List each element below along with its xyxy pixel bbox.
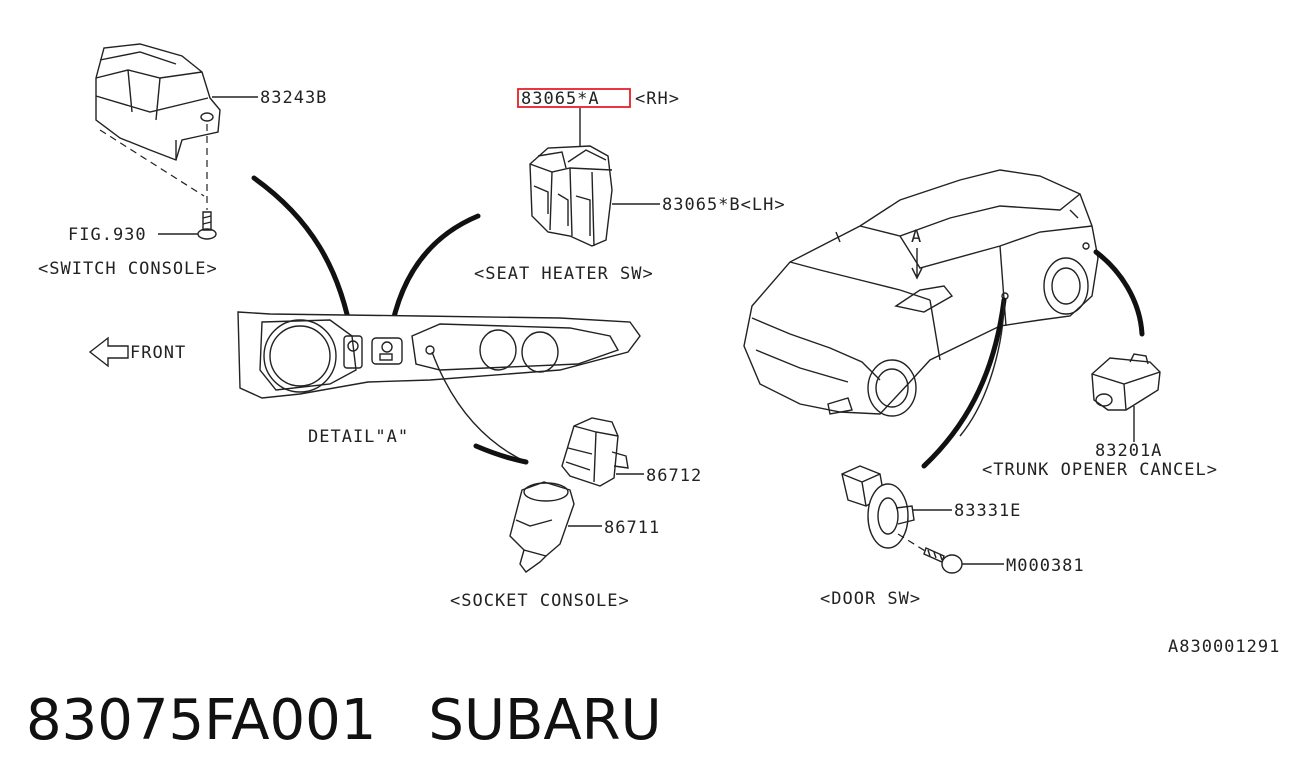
callout-curve-door bbox=[921, 297, 1007, 469]
label-83201a: 83201A bbox=[1095, 441, 1162, 461]
bolt-dash-line bbox=[897, 533, 931, 555]
front-arrow-icon bbox=[88, 336, 129, 368]
brand-name: SUBARU bbox=[428, 687, 662, 753]
label-detail-a: DETAIL"A" bbox=[308, 427, 409, 447]
parts-diagram: 83243B FIG.930 <SWITCH CONSOLE> 83065*A … bbox=[38, 43, 1280, 657]
label-door-sw: <DOOR SW> bbox=[820, 589, 921, 609]
switch-assembly-83243b[interactable] bbox=[95, 43, 221, 161]
trunk-switch-location bbox=[1082, 242, 1090, 250]
socket-86711[interactable] bbox=[509, 481, 575, 573]
screw[interactable] bbox=[197, 211, 217, 240]
label-front: FRONT bbox=[130, 343, 186, 363]
callout-curve-socket bbox=[431, 351, 527, 463]
label-m000381: M000381 bbox=[1006, 556, 1085, 576]
callout-curve-trunk bbox=[1093, 249, 1145, 337]
socket-86712[interactable] bbox=[561, 417, 629, 487]
page-title: 83075FA001 SUBARU bbox=[26, 680, 662, 760]
bolt-m000381[interactable] bbox=[923, 547, 963, 574]
label-view-a: A bbox=[911, 227, 922, 247]
label-rh: <RH> bbox=[635, 89, 680, 109]
door-switch-83331e[interactable] bbox=[841, 465, 915, 549]
label-switch-console: <SWITCH CONSOLE> bbox=[38, 259, 218, 279]
label-seat-heater-sw: <SEAT HEATER SW> bbox=[474, 264, 654, 284]
label-86712: 86712 bbox=[646, 466, 702, 486]
callout-curve-switch bbox=[251, 175, 355, 341]
view-a-arrow-icon bbox=[911, 248, 923, 280]
label-83331e: 83331E bbox=[954, 501, 1021, 521]
vehicle-illustration bbox=[743, 169, 1099, 417]
callout-curve-socket-end bbox=[473, 443, 529, 465]
callout-line-door bbox=[959, 299, 1005, 437]
drawing-number: A830001291 bbox=[1168, 637, 1280, 657]
trunk-opener-cancel-switch[interactable] bbox=[1091, 353, 1161, 411]
screw-dash-line bbox=[99, 124, 208, 210]
label-trunk-opener-cancel: <TRUNK OPENER CANCEL> bbox=[982, 460, 1218, 480]
seat-heater-switch[interactable] bbox=[529, 145, 613, 247]
label-fig930: FIG.930 bbox=[68, 225, 147, 245]
label-83065a[interactable]: 83065*A bbox=[521, 89, 600, 109]
label-83243b: 83243B bbox=[260, 88, 327, 108]
center-console-panel[interactable] bbox=[237, 311, 641, 399]
highlight-box-83065a bbox=[517, 88, 631, 108]
part-number: 83075FA001 bbox=[26, 687, 377, 753]
label-86711: 86711 bbox=[604, 518, 660, 538]
label-socket-console: <SOCKET CONSOLE> bbox=[450, 591, 630, 611]
label-83065b-lh: 83065*B<LH> bbox=[662, 195, 786, 215]
